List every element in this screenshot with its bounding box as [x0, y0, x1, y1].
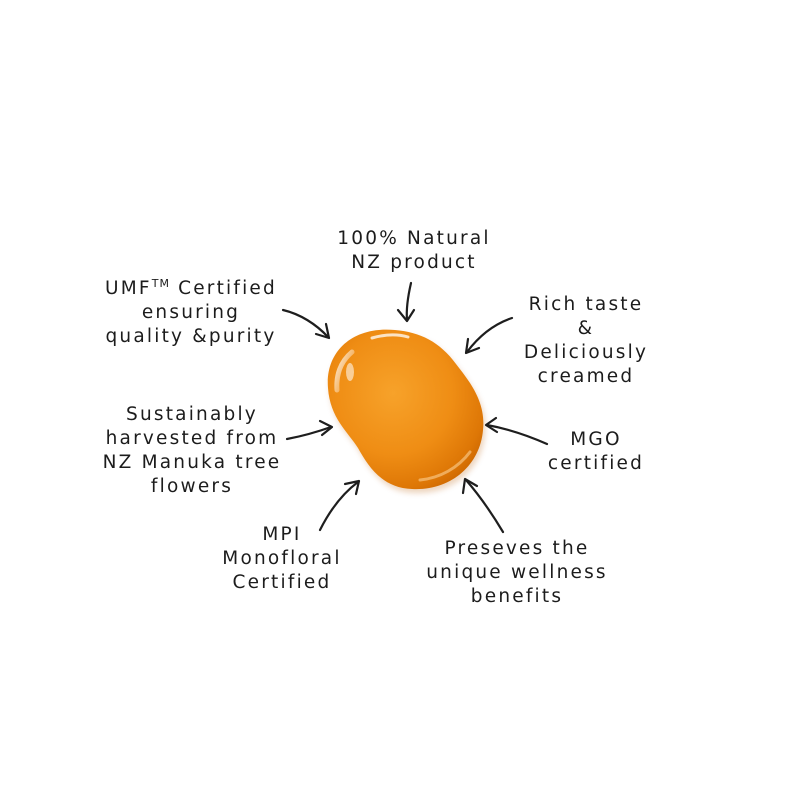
- feature-wellness-line2: unique wellness: [426, 562, 608, 583]
- feature-mpi-line1: MPI: [262, 524, 302, 545]
- feature-label-wellness: Preseves the unique wellness benefits: [426, 537, 608, 609]
- arrow-wellness-icon: [461, 477, 505, 534]
- feature-umf-line1: UMFTM Certified: [105, 272, 277, 301]
- feature-wellness-line3: benefits: [470, 586, 564, 607]
- feature-mgo-line2: certified: [547, 453, 645, 474]
- trademark-text: TM: [151, 277, 170, 290]
- feature-rich-line4: creamed: [537, 366, 635, 387]
- feature-label-umf: UMFTM Certified ensuring quality &purity: [105, 272, 277, 349]
- feature-label-mpi: MPI Monofloral Certified: [222, 523, 341, 595]
- feature-label-sustainable: Sustainably harvested from NZ Manuka tre…: [103, 403, 282, 499]
- feature-label-natural: 100% Natural NZ product: [337, 227, 490, 275]
- feature-umf-line3: quality &purity: [105, 326, 277, 347]
- feature-rich-line1: Rich taste: [528, 294, 644, 315]
- feature-natural-line1: 100% Natural: [337, 228, 491, 249]
- arrow-sustainable-icon: [285, 419, 334, 441]
- umf-certified-text: Certified: [170, 278, 277, 299]
- arrow-mpi-icon: [318, 479, 361, 532]
- feature-rich-line3: Deliciously: [523, 342, 649, 363]
- feature-mpi-line2: Monofloral: [222, 548, 342, 569]
- arrow-umf-icon: [281, 308, 331, 340]
- feature-sustainable-line1: Sustainably: [126, 404, 258, 425]
- feature-mpi-line3: Certified: [232, 572, 332, 593]
- feature-natural-line2: NZ product: [351, 252, 477, 273]
- feature-mgo-line1: MGO: [570, 429, 622, 450]
- feature-label-rich: Rich taste & Deliciously creamed: [524, 293, 648, 389]
- feature-sustainable-line2: harvested from: [105, 428, 279, 449]
- feature-umf-line2: ensuring: [141, 302, 241, 323]
- honey-drop-image: [327, 329, 486, 494]
- arrow-natural-icon: [396, 281, 416, 323]
- feature-label-mgo: MGO certified: [548, 428, 644, 476]
- feature-rich-line2: &: [577, 318, 595, 339]
- feature-sustainable-line4: flowers: [150, 476, 234, 497]
- arrow-mgo-icon: [484, 416, 549, 446]
- feature-wellness-line1: Preseves the: [444, 538, 590, 559]
- arrow-rich-icon: [464, 316, 514, 355]
- feature-sustainable-line3: NZ Manuka tree: [102, 452, 282, 473]
- umf-text: UMF: [105, 278, 152, 299]
